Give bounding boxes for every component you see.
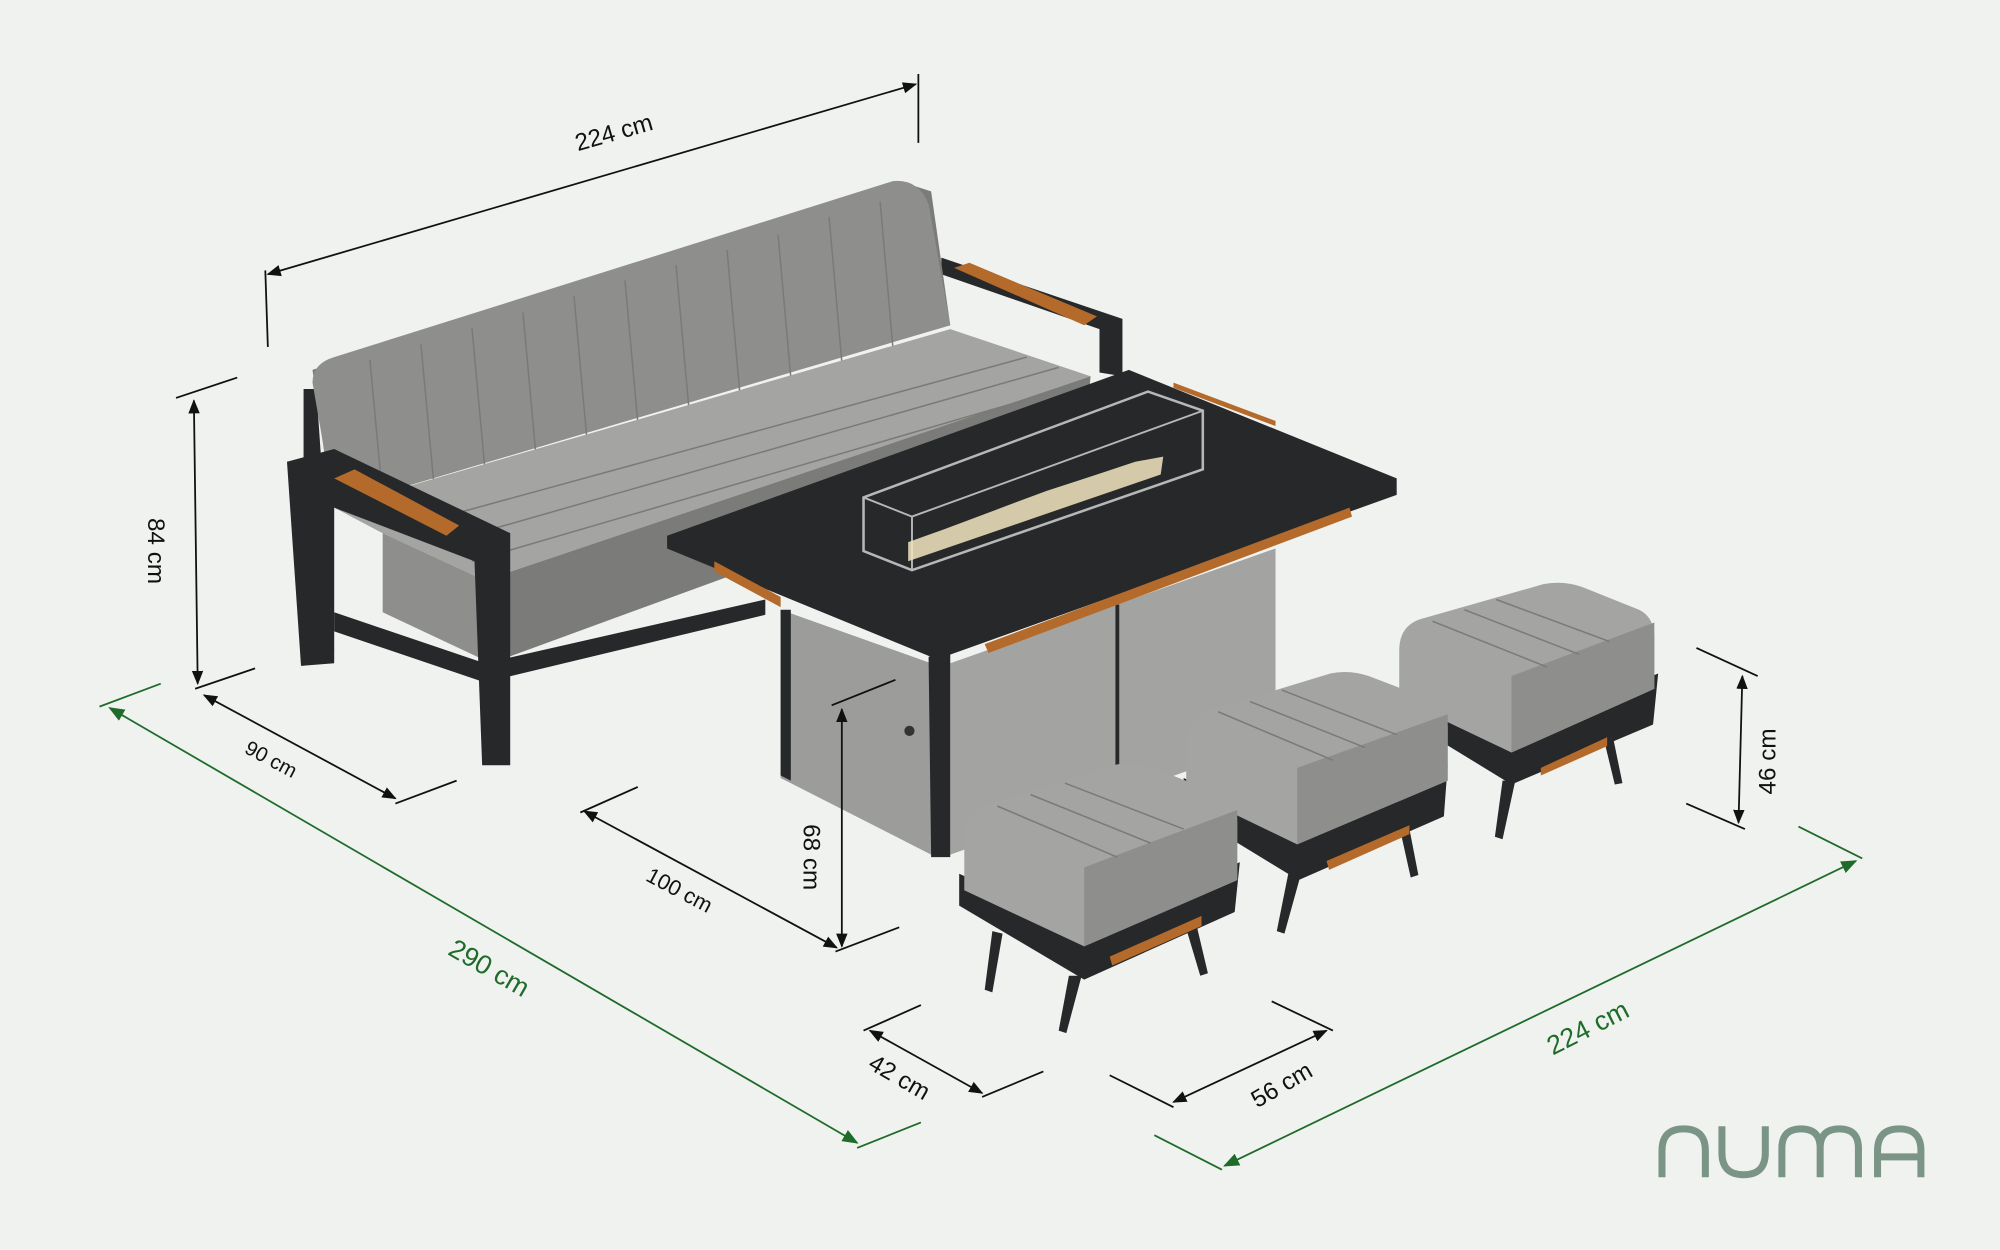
dim-table-height: 68 cm xyxy=(798,679,896,948)
label-ottoman-height: 46 cm xyxy=(1755,729,1782,795)
label-ottoman-width: 56 cm xyxy=(1247,1057,1318,1113)
dim-ottoman-width: 56 cm xyxy=(1109,1000,1334,1114)
dim-sofa-height: 84 cm xyxy=(142,376,256,690)
ottoman-front xyxy=(959,763,1240,1034)
label-sofa-width: 224 cm xyxy=(572,109,656,157)
dim-overall-width: 224 cm xyxy=(1153,825,1863,1171)
dim-ottoman-height: 46 cm xyxy=(1685,647,1782,830)
label-ottoman-depth: 42 cm xyxy=(864,1050,935,1106)
label-table-height: 68 cm xyxy=(798,824,825,890)
dim-ottoman-depth: 42 cm xyxy=(863,1004,1044,1106)
label-overall-length: 290 cm xyxy=(444,933,535,1003)
label-sofa-height: 84 cm xyxy=(142,518,169,584)
numa-logo xyxy=(1658,1125,1925,1179)
ottoman-back xyxy=(1396,582,1659,840)
label-sofa-depth: 90 cm xyxy=(241,737,300,782)
dim-sofa-depth: 90 cm xyxy=(202,694,457,805)
label-table-depth: 100 cm xyxy=(642,862,716,917)
label-overall-width: 224 cm xyxy=(1542,994,1634,1061)
ottomans xyxy=(959,582,1659,1034)
